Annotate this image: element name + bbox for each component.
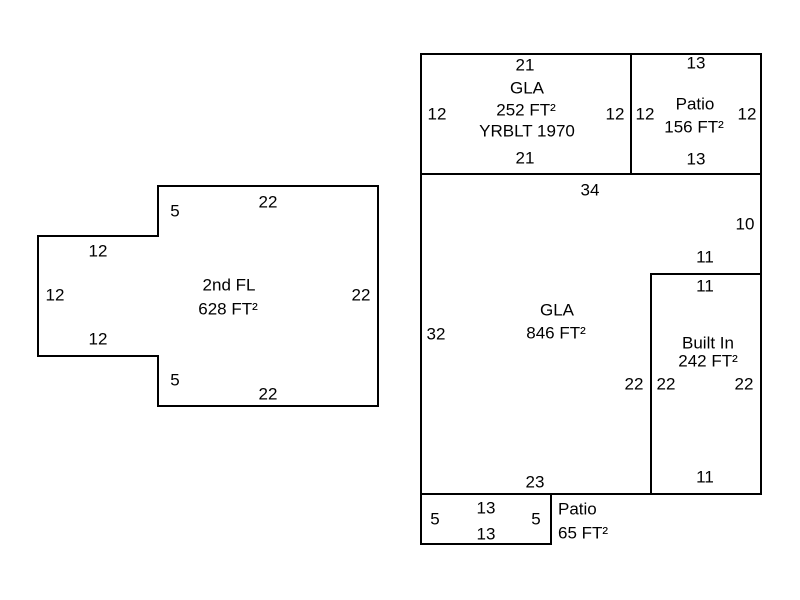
dim-label: 21 <box>515 55 535 75</box>
built-in-name: Built In <box>682 333 734 353</box>
dim-label: 13 <box>686 149 706 169</box>
second-floor-outline <box>37 185 379 407</box>
dim-label: 10 <box>735 214 755 234</box>
dim-label: 22 <box>734 374 754 394</box>
patio-lower-name: Patio <box>558 499 597 519</box>
built-in-outline <box>650 273 762 495</box>
dim-label: 23 <box>525 472 545 492</box>
gla-upper-area: 252 FT² <box>496 100 556 120</box>
dim-label: 12 <box>88 241 108 261</box>
patio-lower-outline <box>420 493 552 545</box>
dim-label: 22 <box>351 285 371 305</box>
dim-label: 5 <box>430 509 440 529</box>
dim-label: 34 <box>580 180 600 200</box>
patio-upper-area: 156 FT² <box>664 117 724 137</box>
gla-upper-year-built: YRBLT 1970 <box>479 121 575 141</box>
dim-label: 22 <box>258 192 278 212</box>
dim-label: 12 <box>737 104 757 124</box>
second-floor-area: 628 FT² <box>198 299 258 319</box>
dim-label: 12 <box>427 104 447 124</box>
dim-label: 13 <box>686 53 706 73</box>
dim-label: 12 <box>88 329 108 349</box>
patio-upper-name: Patio <box>675 94 715 114</box>
dim-label: 21 <box>515 148 535 168</box>
dim-label: 12 <box>605 104 625 124</box>
dim-label: 11 <box>696 276 714 296</box>
patio-lower-area: 65 FT² <box>558 523 609 543</box>
gla-main-area: 846 FT² <box>526 323 586 343</box>
gla-main-name: GLA <box>539 300 575 320</box>
dim-label: 32 <box>426 324 446 344</box>
dim-label: 11 <box>696 467 714 487</box>
dim-label: 22 <box>258 384 278 404</box>
gla-upper-name: GLA <box>509 78 545 98</box>
built-in-area: 242 FT² <box>678 351 738 371</box>
dim-label: 11 <box>696 247 714 267</box>
dim-label: 13 <box>476 498 496 518</box>
dim-label: 12 <box>635 104 655 124</box>
dim-label: 22 <box>656 374 676 394</box>
dim-label: 22 <box>624 374 644 394</box>
dim-label: 5 <box>170 370 180 390</box>
dim-label: 13 <box>476 524 496 544</box>
dim-label: 5 <box>170 201 180 221</box>
second-floor-name: 2nd FL <box>202 275 256 295</box>
dim-label: 5 <box>531 509 541 529</box>
dim-label: 12 <box>45 285 65 305</box>
